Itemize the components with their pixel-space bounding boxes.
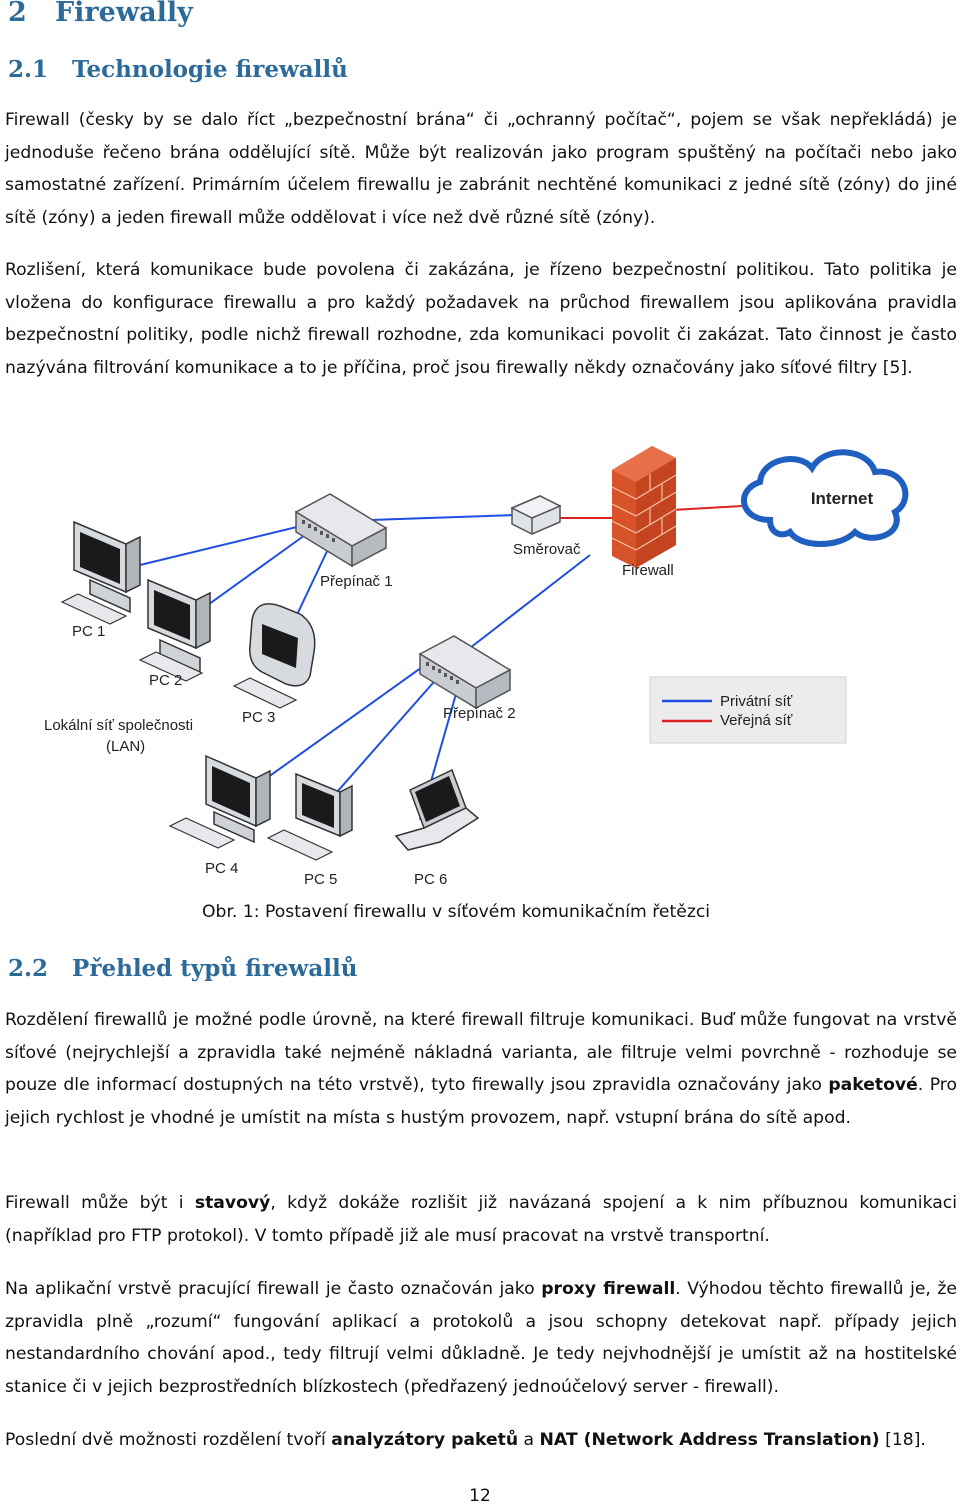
switch-2-label: Přepínač 2 <box>443 705 516 722</box>
pc-2-icon: PC 2 <box>138 578 211 689</box>
section-title: Přehled typů firewallů <box>72 955 358 982</box>
paragraph-text: Firewall může být i <box>5 1193 195 1213</box>
pc-4-icon: PC 4 <box>168 754 271 877</box>
paragraph-text: [18]. <box>879 1430 926 1450</box>
paragraph-text: . Výhodou těchto firewallů je, že zpravi… <box>5 1279 958 1397</box>
legend-public-label: Veřejná síť <box>720 712 793 729</box>
section-title: Firewally <box>55 0 193 28</box>
section-number: 2.1 <box>8 56 49 83</box>
figure-caption: Obr. 1: Postavení firewallu v síťovém ko… <box>202 902 711 922</box>
lan-label-line-2: (LAN) <box>106 738 145 755</box>
switch-2-icon: Přepínač 2 <box>418 635 516 722</box>
pc-3-label: PC 3 <box>242 709 275 726</box>
pc-2-label: PC 2 <box>149 672 182 689</box>
router-label: Směrovač <box>513 541 581 558</box>
pc-1-icon: PC 1 <box>60 520 141 640</box>
legend: Privátní síť Veřejná síť <box>649 676 847 744</box>
term-nat: NAT (Network Address Translation) <box>539 1430 880 1450</box>
router-icon: Směrovač <box>510 495 581 558</box>
paragraph-text: Rozdělení firewallů je možné podle úrovn… <box>5 1010 957 1096</box>
paragraph-packet-firewalls: Rozdělení firewallů je možné podle úrovn… <box>5 1004 957 1134</box>
pc-4-label: PC 4 <box>205 860 238 877</box>
section-number: 2 <box>8 0 27 28</box>
link-pc5-switch2 <box>329 674 441 801</box>
section-heading-2-1: 2.1 Technologie firewallů <box>8 56 348 83</box>
paragraph-text: Na aplikační vrstvě pracující firewall j… <box>5 1279 542 1299</box>
section-number: 2.2 <box>8 955 49 982</box>
internet-cloud-icon: Internet <box>741 449 909 547</box>
paragraph-other-types: Poslední dvě možnosti rozdělení tvoří an… <box>5 1424 957 1457</box>
link-switch2-firewall <box>469 554 591 649</box>
section-heading-2: 2 Firewally <box>8 0 193 28</box>
network-diagram: Internet Firewall Směrovač Pře <box>44 446 909 888</box>
legend-private-label: Privátní síť <box>720 693 793 710</box>
paragraph-security-policy: Rozlišení, která komunikace bude povolen… <box>5 254 957 384</box>
pc-3-icon: PC 3 <box>232 603 316 726</box>
pc-6-label: PC 6 <box>414 871 447 888</box>
internet-label: Internet <box>811 489 874 508</box>
paragraph-text: Firewall (česky by se dalo říct „bezpečn… <box>5 110 957 228</box>
page-number: 12 <box>469 1486 491 1506</box>
pc-5-label: PC 5 <box>304 871 337 888</box>
paragraph-stateful-firewalls: Firewall může být i stavový, když dokáže… <box>5 1187 957 1252</box>
term-proxy-firewall: proxy firewall <box>541 1279 676 1299</box>
switch-1-icon: Přepínač 1 <box>294 493 393 590</box>
pc-1-label: PC 1 <box>72 623 105 640</box>
paragraph-firewall-definition: Firewall (česky by se dalo říct „bezpečn… <box>5 104 957 234</box>
lan-label-line-1: Lokální síť společnosti <box>44 717 193 734</box>
pc-5-icon: PC 5 <box>266 772 353 888</box>
firewall-icon: Firewall <box>611 446 677 579</box>
term-stavovy: stavový <box>194 1193 271 1213</box>
link-switch1-router <box>369 514 516 521</box>
switch-1-label: Přepínač 1 <box>320 573 393 590</box>
link-pc4-switch2 <box>249 664 426 791</box>
link-pc1-switch1 <box>139 524 306 566</box>
paragraph-text: Poslední dvě možnosti rozdělení tvoří <box>5 1430 332 1450</box>
section-title: Technologie firewallů <box>72 56 348 83</box>
section-heading-2-2: 2.2 Přehled typů firewallů <box>8 955 357 982</box>
paragraph-text: Rozlišení, která komunikace bude povolen… <box>5 260 957 378</box>
paragraph-text: . Pro jejich rychlost je vhodné je umíst… <box>5 1075 957 1128</box>
paragraph-text: , když dokáže rozlišit již navázaná spoj… <box>5 1193 957 1246</box>
term-packet-analyzers: analyzátory paketů <box>331 1430 519 1450</box>
pc-6-laptop-icon: PC 6 <box>394 768 480 888</box>
firewall-label: Firewall <box>622 562 674 579</box>
paragraph-text: a <box>518 1430 540 1450</box>
paragraph-proxy-firewalls: Na aplikační vrstvě pracující firewall j… <box>5 1273 957 1403</box>
term-paketove: paketové <box>828 1075 918 1096</box>
